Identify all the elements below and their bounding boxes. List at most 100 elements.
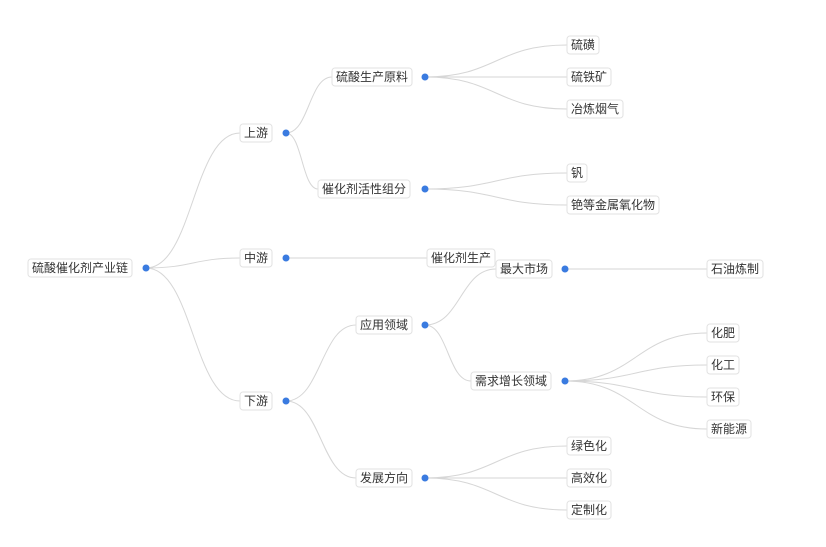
- node-catalyst-production[interactable]: 催化剂生产: [426, 248, 496, 268]
- node-downstream[interactable]: 下游: [239, 391, 273, 411]
- node-label-box: [470, 371, 552, 391]
- node-chemical[interactable]: 化工: [706, 355, 740, 375]
- node-label: 高效化: [571, 470, 607, 485]
- expand-dot-midstream[interactable]: [282, 254, 290, 262]
- node-label-box: [566, 436, 612, 456]
- link-demand_growth-chemical: [564, 364, 708, 382]
- link-applications-largest_market: [424, 268, 497, 326]
- node-smelting-gas[interactable]: 冶炼烟气: [566, 99, 624, 119]
- link-raw_materials-sulfur: [424, 44, 568, 78]
- node-applications[interactable]: 应用领域: [355, 315, 413, 335]
- node-label: 需求增长领域: [475, 374, 547, 388]
- node-label: 下游: [244, 394, 268, 408]
- node-label-box: [566, 35, 600, 55]
- link-root-upstream: [145, 132, 241, 269]
- link-development-green: [424, 445, 568, 479]
- node-label: 钒: [571, 165, 583, 180]
- node-label-box: [566, 195, 660, 215]
- connector-lines: [145, 44, 708, 511]
- expand-dot-development[interactable]: [421, 474, 429, 482]
- node-label: 上游: [244, 126, 268, 140]
- node-vanadium[interactable]: 钒: [566, 163, 588, 183]
- node-label: 最大市场: [500, 261, 548, 276]
- node-midstream[interactable]: 中游: [239, 248, 273, 268]
- node-label: 石油炼制: [711, 261, 759, 276]
- link-downstream-development: [285, 400, 357, 479]
- node-label-box: [331, 67, 413, 87]
- link-applications-demand_growth: [424, 324, 472, 382]
- node-label-box: [706, 323, 740, 343]
- node-label-box: [317, 179, 411, 199]
- node-label-box: [239, 123, 273, 143]
- expand-dot-largest-market[interactable]: [561, 265, 569, 273]
- link-downstream-applications: [285, 324, 357, 402]
- node-label: 冶炼烟气: [571, 101, 619, 116]
- node-environmental[interactable]: 环保: [706, 387, 740, 407]
- link-active_components-vanadium: [424, 172, 568, 190]
- link-development-customized: [424, 477, 568, 511]
- node-sulfur[interactable]: 硫磺: [566, 35, 600, 55]
- node-pyrite[interactable]: 硫铁矿: [566, 67, 612, 87]
- node-label-box: [566, 67, 612, 87]
- node-label-box: [495, 259, 553, 279]
- node-fertilizer[interactable]: 化肥: [706, 323, 740, 343]
- node-label: 催化剂活性组分: [322, 181, 406, 196]
- node-label: 定制化: [571, 502, 607, 517]
- node-root[interactable]: 硫酸催化剂产业链: [27, 258, 133, 278]
- link-demand_growth-environmental: [564, 380, 708, 398]
- link-demand_growth-fertilizer: [564, 332, 708, 382]
- node-demand-growth[interactable]: 需求增长领域: [470, 371, 552, 391]
- expand-dot-root[interactable]: [142, 264, 150, 272]
- node-cesium-oxides[interactable]: 铯等金属氧化物: [566, 195, 660, 215]
- node-label-box: [239, 391, 273, 411]
- node-label-box: [566, 163, 588, 183]
- expand-dot-downstream[interactable]: [282, 397, 290, 405]
- node-label: 硫磺: [571, 37, 595, 52]
- node-label-box: [355, 315, 413, 335]
- node-label-box: [355, 468, 413, 488]
- node-largest-market[interactable]: 最大市场: [495, 259, 553, 279]
- node-label-box: [566, 99, 624, 119]
- node-efficient[interactable]: 高效化: [566, 468, 612, 488]
- link-raw_materials-smelting_gas: [424, 76, 568, 110]
- node-label-box: [706, 387, 740, 407]
- link-upstream-raw_materials: [285, 76, 333, 134]
- node-dots: [142, 73, 569, 482]
- expand-dot-demand-growth[interactable]: [561, 377, 569, 385]
- expand-dot-raw-materials[interactable]: [421, 73, 429, 81]
- node-label-box: [239, 248, 273, 268]
- node-label-box: [27, 258, 133, 278]
- node-label: 铯等金属氧化物: [571, 197, 655, 212]
- node-customized[interactable]: 定制化: [566, 500, 612, 520]
- node-label-box: [426, 248, 496, 268]
- node-label: 应用领域: [360, 317, 408, 332]
- node-label: 催化剂生产: [431, 250, 491, 265]
- node-label: 硫酸生产原料: [336, 69, 408, 84]
- node-label: 发展方向: [360, 470, 408, 485]
- expand-dot-active-components[interactable]: [421, 185, 429, 193]
- node-label: 化工: [711, 358, 735, 372]
- node-label-box: [706, 355, 740, 375]
- node-upstream[interactable]: 上游: [239, 123, 273, 143]
- node-label: 硫酸催化剂产业链: [32, 260, 128, 275]
- node-label: 硫铁矿: [571, 69, 607, 84]
- expand-dot-upstream[interactable]: [282, 129, 290, 137]
- node-new-energy[interactable]: 新能源: [706, 419, 752, 439]
- node-green[interactable]: 绿色化: [566, 436, 612, 456]
- node-development[interactable]: 发展方向: [355, 468, 413, 488]
- link-root-midstream: [145, 257, 241, 269]
- link-active_components-cesium_oxides: [424, 188, 568, 206]
- node-petroleum-refining[interactable]: 石油炼制: [706, 259, 764, 279]
- link-root-downstream: [145, 267, 241, 402]
- node-label-box: [706, 259, 764, 279]
- node-label: 环保: [711, 390, 735, 404]
- expand-dot-applications[interactable]: [421, 321, 429, 329]
- link-demand_growth-new_energy: [564, 380, 708, 430]
- node-raw-materials[interactable]: 硫酸生产原料: [331, 67, 413, 87]
- node-label: 中游: [244, 250, 268, 265]
- node-active-components[interactable]: 催化剂活性组分: [317, 179, 411, 199]
- node-label: 新能源: [711, 421, 747, 436]
- node-label: 绿色化: [571, 438, 607, 453]
